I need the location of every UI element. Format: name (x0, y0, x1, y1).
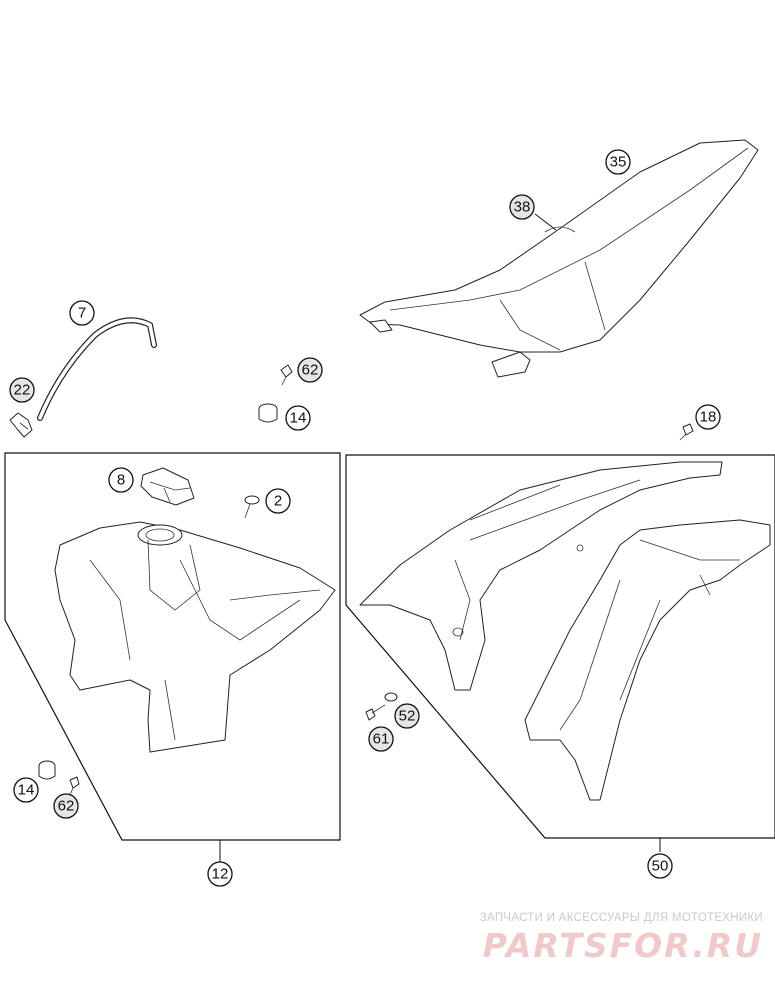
watermark-tagline: ЗАПЧАСТИ И АКСЕССУАРЫ ДЛЯ МОТОТЕХНИКИ (479, 912, 763, 924)
callout-52[interactable]: 52 (394, 703, 420, 729)
callout-52-label: 52 (399, 708, 416, 725)
callout-7-label: 7 (78, 305, 86, 322)
screw-part-bottom[interactable] (69, 776, 80, 796)
callout-14-bottom[interactable]: 14 (13, 777, 39, 803)
screw-part-right[interactable] (679, 423, 694, 441)
fuel-tank-part[interactable] (54, 521, 336, 753)
bolt-part[interactable] (365, 704, 386, 721)
callout-14-top-label: 14 (290, 410, 307, 427)
elbow-fitting-part[interactable] (9, 412, 33, 438)
callout-62-bottom-label: 62 (58, 798, 75, 815)
callout-38[interactable]: 38 (509, 194, 535, 220)
callout-12[interactable]: 12 (207, 861, 233, 887)
left-side-panel-part[interactable] (359, 461, 723, 691)
callout-14-bottom-label: 14 (18, 782, 35, 799)
tank-assembly-frame (4, 452, 341, 841)
screw-part-cap[interactable] (244, 495, 260, 519)
callout-22-label: 22 (14, 382, 31, 399)
seat-part[interactable] (359, 139, 759, 378)
callout-22[interactable]: 22 (9, 377, 35, 403)
fuel-hose-part[interactable] (37, 317, 157, 421)
callout-18[interactable]: 18 (695, 404, 721, 430)
callout-18-label: 18 (700, 409, 717, 426)
callout-62-top-label: 62 (302, 362, 319, 379)
callout-62-top[interactable]: 62 (297, 357, 323, 383)
callout-14-top[interactable]: 14 (285, 405, 311, 431)
watermark: ЗАПЧАСТИ И АКСЕССУАРЫ ДЛЯ МОТОТЕХНИКИ PA… (443, 912, 763, 965)
callout-35[interactable]: 35 (605, 149, 631, 175)
callout-38-label: 38 (514, 199, 531, 216)
callout-7[interactable]: 7 (69, 300, 95, 326)
callout-61-label: 61 (373, 731, 390, 748)
callout-50[interactable]: 50 (647, 853, 673, 879)
callout-35-label: 35 (610, 154, 627, 171)
callout-12-label: 12 (212, 866, 229, 883)
spacer-part-bottom[interactable] (38, 760, 56, 780)
callout-2[interactable]: 2 (265, 488, 291, 514)
callout-8-label: 8 (117, 472, 125, 489)
callout-61[interactable]: 61 (368, 726, 394, 752)
watermark-logo: PARTSFOR.RU (482, 926, 763, 965)
spacer-part-top[interactable] (258, 403, 278, 423)
callout-8[interactable]: 8 (108, 467, 134, 493)
washer-part[interactable] (384, 692, 398, 702)
callout-50-label: 50 (652, 858, 669, 875)
callout-62-bottom[interactable]: 62 (53, 793, 79, 819)
fuel-cap-part[interactable] (140, 467, 195, 506)
screw-part-top[interactable] (280, 364, 293, 386)
right-side-panel-part[interactable] (524, 519, 771, 801)
callout-2-label: 2 (274, 493, 282, 510)
